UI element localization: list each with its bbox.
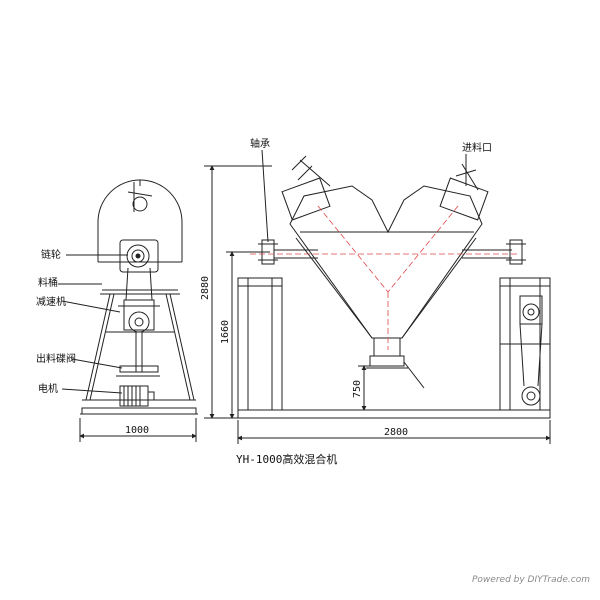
side-view [58, 179, 198, 442]
label-barrel: 料桶 [38, 276, 58, 289]
dim-axis-height: 1660 [220, 320, 231, 344]
label-bearing: 轴承 [250, 137, 270, 150]
label-butterfly-valve: 出料碟阀 [36, 352, 76, 365]
left-stand [237, 277, 283, 411]
outlet-height-dimension [358, 365, 374, 411]
side-width-dimension [79, 418, 197, 442]
front-width-dimension [237, 420, 551, 444]
dim-front-width: 2800 [384, 427, 408, 438]
side-inlet [127, 180, 153, 212]
motor [119, 385, 155, 407]
sprocket [119, 239, 159, 273]
front-base [237, 409, 551, 419]
label-inlet: 进料口 [462, 141, 492, 154]
reducer [118, 299, 160, 333]
centerlines [250, 205, 520, 350]
side-base [80, 399, 198, 415]
label-motor: 电机 [38, 382, 58, 395]
barrel [97, 179, 183, 263]
dim-total-height: 2880 [200, 276, 211, 300]
dim-outlet-height: 750 [352, 380, 363, 398]
side-leader-lines [58, 254, 128, 394]
right-stand [499, 277, 551, 411]
butterfly-valve [116, 365, 160, 377]
right-bearing [462, 239, 526, 265]
watermark: Powered by DIYTrade.com [472, 575, 590, 585]
label-sprocket: 链轮 [41, 248, 61, 261]
v-vessel [281, 155, 489, 389]
label-reducer: 减速机 [36, 295, 66, 308]
front-view [204, 149, 551, 444]
drawing-title: YH-1000高效混合机 [236, 452, 337, 466]
axis-height-dimension [226, 251, 270, 419]
dim-side-width: 1000 [125, 425, 149, 436]
